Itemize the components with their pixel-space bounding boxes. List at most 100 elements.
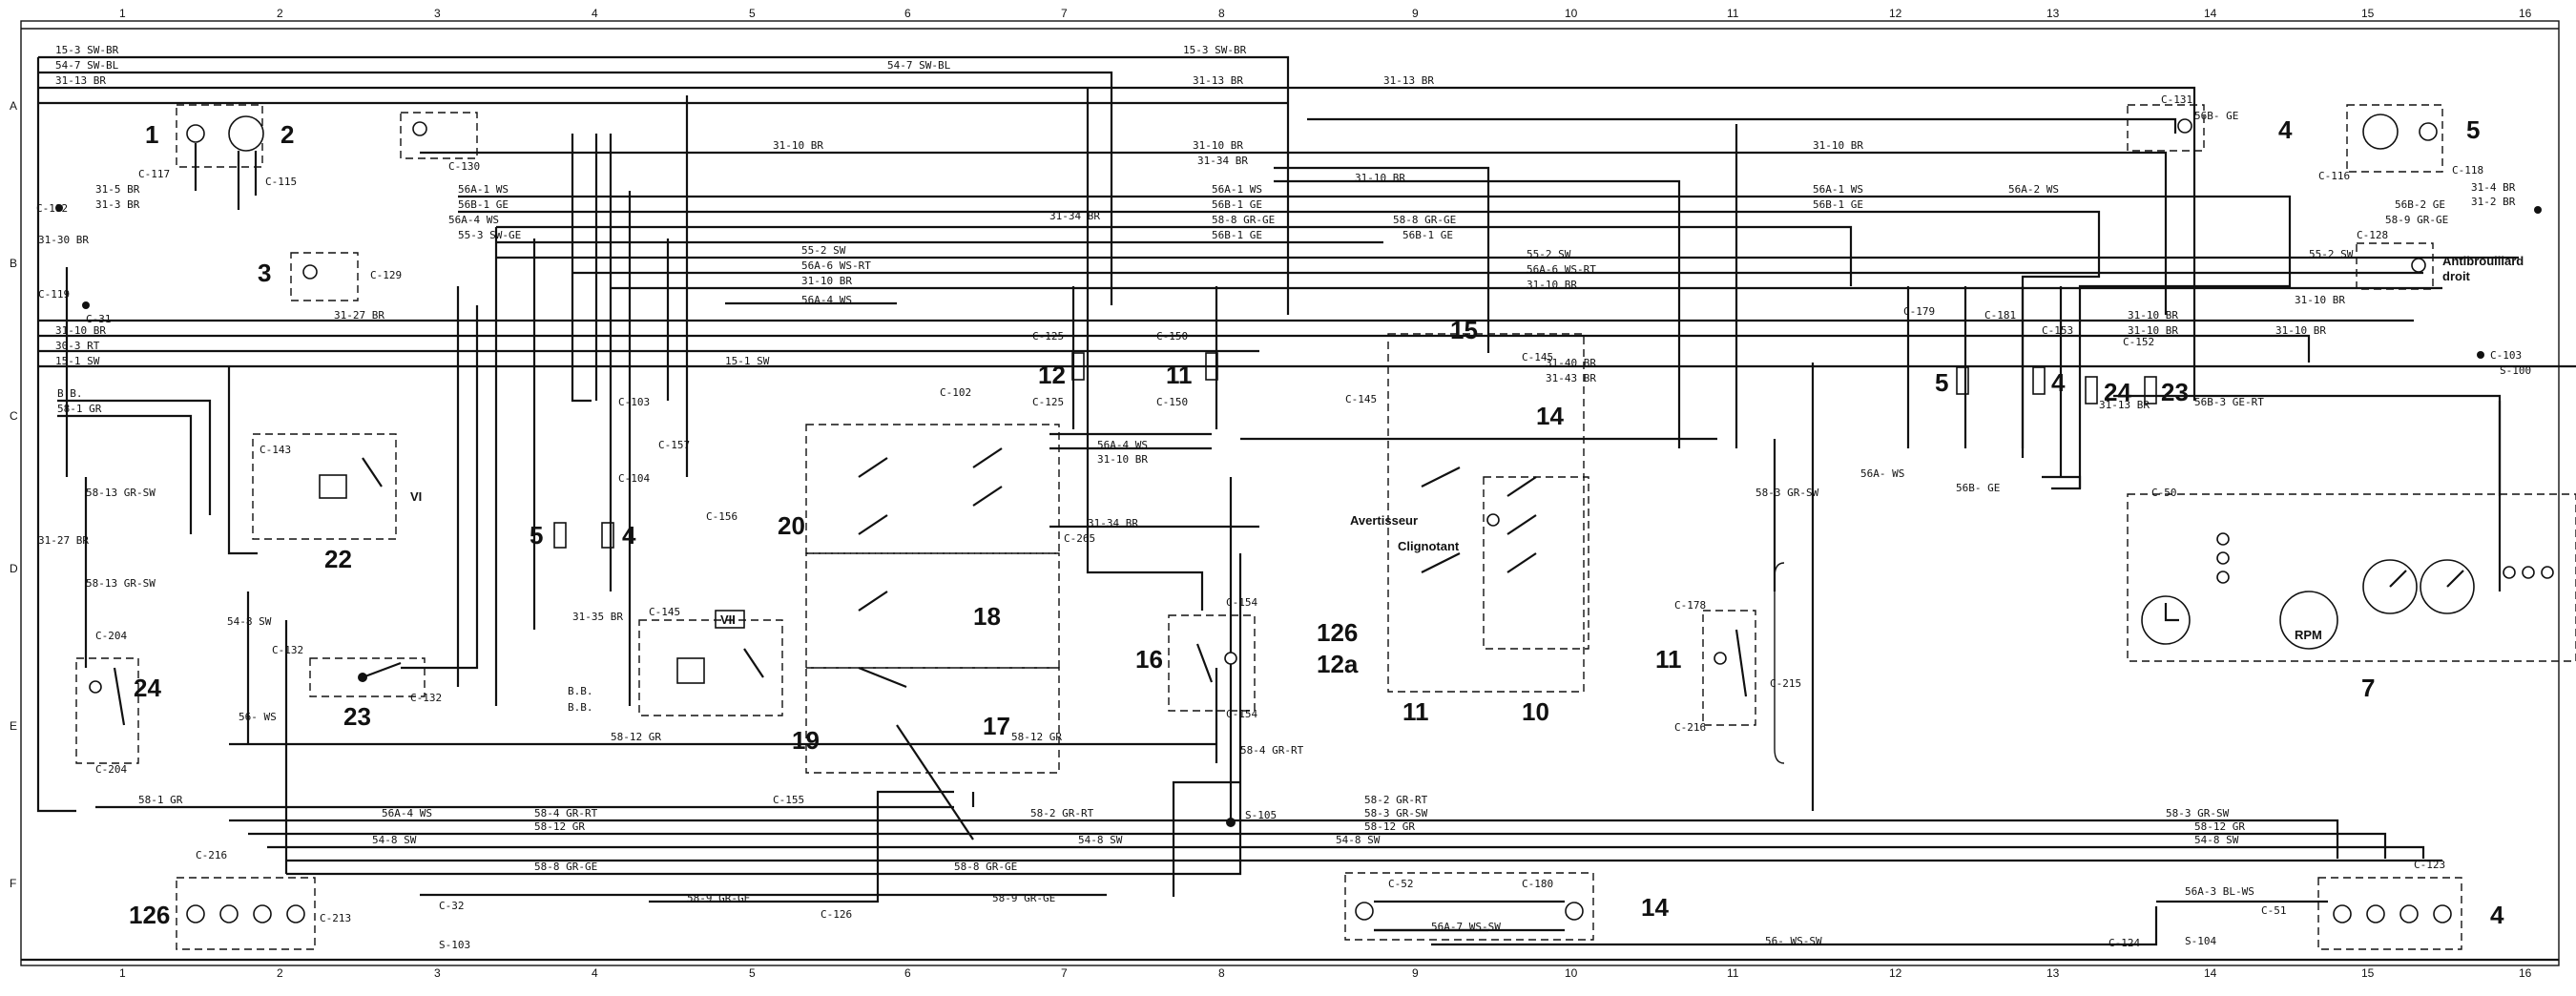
wire-label: 31-30 BR xyxy=(38,234,89,246)
grid-col: 8 xyxy=(1218,7,1225,20)
grid-row: E xyxy=(10,719,17,733)
component-number: 4 xyxy=(2278,115,2293,144)
wire xyxy=(248,832,2387,859)
wire xyxy=(801,790,954,903)
wire xyxy=(227,366,258,555)
component-box xyxy=(1483,476,1589,650)
component-number: 10 xyxy=(1522,697,1549,726)
wire xyxy=(1086,88,1204,611)
bulb-icon xyxy=(1486,513,1500,527)
component-16: 16 C-154 C-154 xyxy=(1135,596,1257,720)
grid-col: 11 xyxy=(1727,7,1739,20)
connector-label: C-103 xyxy=(618,396,650,408)
connector-label: C-152 xyxy=(2123,336,2154,348)
component-10-right: 11 C-178 C-215 C-216 xyxy=(1655,562,1801,764)
wire-label: B.B. xyxy=(568,685,593,697)
roman-box xyxy=(715,610,745,629)
wire-label: 31-27 BR xyxy=(334,309,384,322)
component-box xyxy=(805,552,1060,669)
wire-label: 58-3 GR-SW xyxy=(1755,487,1819,499)
component-number: 1 xyxy=(145,120,158,149)
dual-bulb-icon xyxy=(228,115,264,152)
wire-label: 58-8 GR-GE xyxy=(954,861,1017,873)
connector-label: C-119 xyxy=(38,288,70,301)
switch-stack-17-20: 20 18 19 17 C-102 C-265 xyxy=(778,386,1095,840)
wire-label: 31-5 BR xyxy=(95,183,140,196)
component-number: 16 xyxy=(1135,645,1163,674)
fuse-icon xyxy=(2144,376,2157,405)
grid-row: A xyxy=(10,99,17,113)
connector-label: C-116 xyxy=(2318,170,2350,182)
wire-label: 56B- GE xyxy=(1956,482,2000,494)
wire-label: 58-3 GR-SW xyxy=(1364,807,1428,820)
switch-blade xyxy=(858,514,888,535)
avertisseur-label: Avertisseur xyxy=(1350,513,1418,528)
relay-coil-icon xyxy=(319,474,347,499)
switch-shaft xyxy=(896,724,974,840)
splice-label: S-103 xyxy=(439,939,470,951)
connector-label: C-145 xyxy=(1345,393,1377,405)
wire-label: 56B-1 GE xyxy=(1212,198,1262,211)
connector-label: C-155 xyxy=(773,794,804,806)
component-box xyxy=(290,252,359,301)
bulb-icon xyxy=(2411,258,2426,273)
wire xyxy=(2113,394,2502,496)
splice-labels: C-182 C-31 C-119 C-103 S-100 S-105 S-103… xyxy=(36,202,2542,951)
wire-label: 54-7 SW-BL xyxy=(887,59,951,72)
connector-label: C-128 xyxy=(2357,229,2388,241)
grid-col: 15 xyxy=(2361,966,2375,980)
wire-label: 56A-6 WS-RT xyxy=(801,259,871,272)
grid-col: 7 xyxy=(1061,7,1068,20)
connector-label: C-156 xyxy=(706,510,737,523)
bulb-icon xyxy=(412,121,427,136)
component-number: 3 xyxy=(258,259,271,287)
wire-label: 56A- WS xyxy=(1860,467,1904,480)
connector-label: C-52 xyxy=(1388,878,1414,890)
wire-label: 31-10 BR xyxy=(2128,309,2178,322)
component-box xyxy=(1344,872,1594,941)
wire-label: 56A-1 WS xyxy=(1813,183,1863,196)
grid-col: 14 xyxy=(2204,966,2217,980)
component-number: 7 xyxy=(2361,674,2375,702)
switch-blade xyxy=(858,457,888,478)
switch-blade xyxy=(972,486,1003,507)
antibrouillard-label: Antibrouillard xyxy=(2442,254,2524,268)
wire xyxy=(571,134,592,403)
switch-blade xyxy=(1506,514,1537,535)
wire-label: 58-1 GR xyxy=(57,403,102,415)
component-number: 20 xyxy=(778,511,805,540)
component-number: 23 xyxy=(2161,378,2189,406)
connector-label: C-32 xyxy=(439,900,465,912)
wire-label: B.B. xyxy=(568,701,593,714)
wire-label: 58-12 GR xyxy=(534,820,585,833)
wire-bundle-top xyxy=(38,55,2576,534)
grid-col: 7 xyxy=(1061,966,1068,980)
wire-label: 58-8 GR-GE xyxy=(1393,214,1456,226)
indicator-icon xyxy=(2503,566,2516,579)
antibrouillard-label-2: droit xyxy=(2442,269,2471,283)
wire-label: 15-3 SW-BR xyxy=(1183,44,1247,56)
switch-blade xyxy=(858,591,888,612)
fuse-icon xyxy=(553,522,567,549)
component-box xyxy=(638,619,783,716)
wire-label: 56A-6 WS-RT xyxy=(1527,263,1596,276)
component-box xyxy=(805,667,1060,774)
component-box xyxy=(1168,614,1256,712)
component-box xyxy=(2356,242,2434,290)
wire-label: 58-12 GR xyxy=(1011,731,1062,743)
wire-label: 58-4 GR-RT xyxy=(534,807,598,820)
bulb-icon xyxy=(2419,122,2438,141)
splice-label: S-100 xyxy=(2500,364,2531,377)
component-box xyxy=(1387,333,1585,693)
component-22: 23 C-132 C-132 xyxy=(272,644,442,731)
wire xyxy=(38,86,2196,401)
component-3: 3 C-129 xyxy=(258,252,402,301)
component-number: 15 xyxy=(1450,316,1478,344)
component-number: 2 xyxy=(280,120,294,149)
gauge-needle xyxy=(2389,570,2407,588)
dual-bulb-icon xyxy=(2362,114,2399,150)
wire-label: 56A-4 WS xyxy=(382,807,432,820)
grid-col: 3 xyxy=(434,7,441,20)
grid-row: F xyxy=(10,877,16,890)
wire xyxy=(267,845,2425,859)
